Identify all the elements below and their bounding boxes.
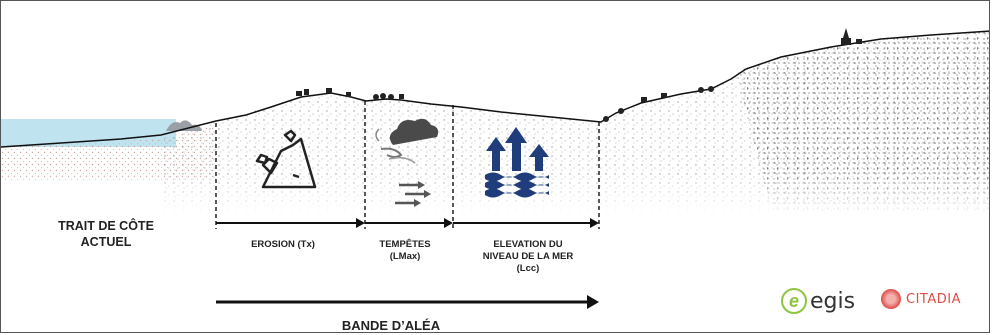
citadia-wordmark: CITADIA bbox=[906, 291, 961, 307]
citadia-mark-icon bbox=[881, 289, 901, 309]
label-erosion: EROSION (Tx) bbox=[251, 239, 315, 250]
houses-and-trees bbox=[296, 28, 862, 122]
bande-alea-arrow bbox=[216, 295, 599, 309]
label-tempetes: TEMPÊTES (LMax) bbox=[379, 239, 431, 262]
coastal-rocks bbox=[166, 120, 202, 131]
egis-logo: e egis bbox=[781, 286, 855, 316]
label-bande-alea: BANDE D’ALÉA bbox=[341, 318, 441, 333]
storm-cloud-icon bbox=[375, 118, 439, 164]
egis-mark-icon: e bbox=[781, 288, 807, 314]
hill-gravel bbox=[736, 31, 989, 211]
cliff-erosion-icon bbox=[255, 129, 317, 189]
segment-arrows bbox=[216, 218, 599, 228]
wind-arrows-icon bbox=[395, 181, 431, 207]
label-elevation: ELEVATION DU NIVEAU DE LA MER (Lcc) bbox=[482, 239, 574, 274]
sea-level-rise-icon bbox=[485, 127, 549, 198]
ground-profile-line bbox=[1, 30, 989, 148]
label-trait-de-cote: TRAIT DE CÔTE ACTUEL bbox=[58, 219, 154, 249]
egis-wordmark: egis bbox=[810, 288, 856, 314]
zone-separators bbox=[215, 101, 600, 229]
citadia-logo: CITADIA bbox=[881, 289, 961, 309]
